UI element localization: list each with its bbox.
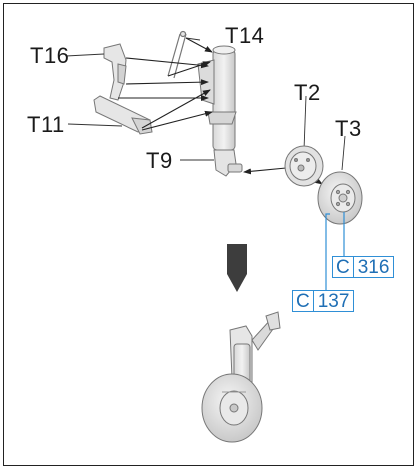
instruction-frame [3, 3, 414, 466]
part-t11 [93, 95, 153, 135]
step-down-arrow [227, 244, 247, 292]
label-t2: T2 [294, 80, 321, 105]
ref-leaders [325, 212, 345, 290]
ref-prefix: C [333, 257, 354, 277]
label-t9: T9 [146, 148, 173, 173]
part-t2-disc [284, 145, 324, 187]
part-t14-rod [167, 30, 187, 79]
ref-number: 316 [357, 256, 390, 278]
label-t3: T3 [335, 116, 362, 141]
ref-prefix: C [293, 291, 314, 311]
ref-number: 137 [317, 290, 350, 312]
part-t16 [103, 43, 127, 101]
finished-gear-assembly [201, 311, 281, 443]
part-t3-wheel [317, 171, 363, 225]
part-ref-c137: C 137 [292, 290, 355, 312]
part-ref-c316: C 316 [332, 256, 395, 278]
label-t11: T11 [27, 112, 65, 137]
leader-lines [65, 37, 346, 171]
label-t14: T14 [225, 23, 265, 48]
label-t16: T16 [30, 43, 70, 68]
